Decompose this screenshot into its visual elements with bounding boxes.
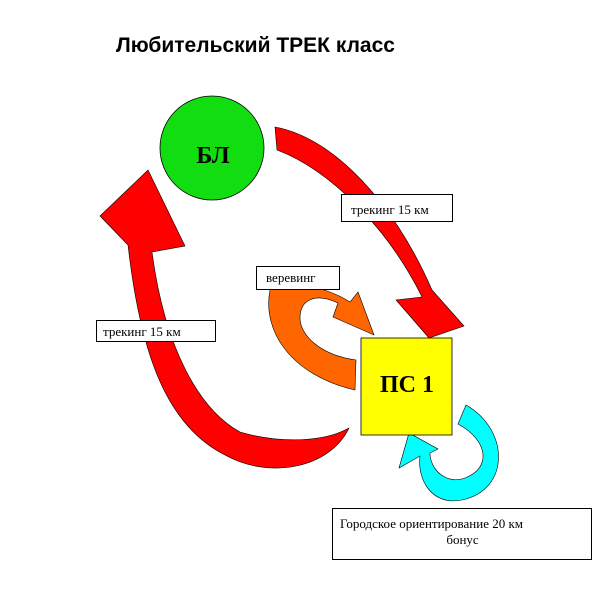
trek-left-label: трекинг 15 км bbox=[96, 320, 216, 342]
bonus-label: бонус bbox=[446, 532, 479, 547]
trek-arrow-left bbox=[99, 169, 350, 469]
trek-right-label: трекинг 15 км bbox=[341, 194, 453, 222]
checkpoint-label: ПС 1 bbox=[380, 372, 434, 398]
orientation-label: Городское ориентирование 20 км bbox=[340, 516, 524, 531]
checkpoint-node bbox=[360, 337, 453, 436]
base-camp-node bbox=[159, 95, 265, 201]
base-camp-label: БЛ bbox=[196, 143, 230, 169]
orientation-arrow bbox=[398, 404, 499, 502]
orientation-label-box: Городское ориентирование 20 км бонус bbox=[332, 508, 592, 560]
page-title: Любительский ТРЕК класс bbox=[116, 34, 395, 57]
rope-arrow bbox=[268, 284, 375, 391]
rope-label: веревинг bbox=[256, 266, 340, 290]
trek-arrow-right bbox=[274, 126, 465, 339]
